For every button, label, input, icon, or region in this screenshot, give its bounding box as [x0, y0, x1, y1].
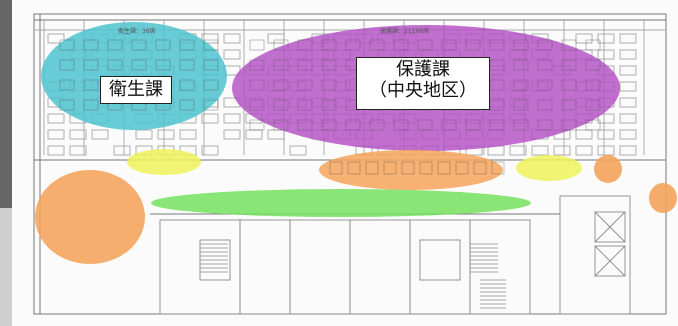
desk — [48, 146, 64, 155]
yellow-zone-right — [516, 155, 582, 181]
desk — [290, 146, 306, 155]
desk — [268, 34, 284, 43]
desk — [598, 34, 614, 43]
hogo-label: 保護課 （中央地区） — [356, 57, 490, 110]
desk — [136, 130, 152, 139]
orange-zone-small — [594, 155, 622, 183]
desk — [532, 146, 548, 155]
orange-zone-edge — [649, 183, 677, 213]
desk — [620, 66, 636, 75]
desk — [620, 130, 636, 139]
orange-zone-left — [35, 170, 145, 264]
desk — [224, 50, 240, 59]
desk — [620, 82, 636, 91]
desk — [224, 114, 240, 123]
green-corridor-zone — [151, 189, 531, 217]
desk — [576, 34, 592, 43]
desk — [620, 114, 636, 123]
desk — [620, 98, 636, 107]
desk — [620, 146, 636, 155]
desk — [92, 130, 108, 139]
desk — [554, 146, 570, 155]
desk — [620, 50, 636, 59]
desk — [48, 130, 64, 139]
desk — [250, 40, 264, 50]
desk — [268, 130, 284, 139]
desk — [48, 114, 64, 123]
left-edge-strip-lower — [0, 208, 12, 326]
eisei-label: 衛生課 — [100, 76, 172, 104]
hogo-header: 保護課：21106席 — [380, 26, 429, 35]
orange-zone-center — [319, 150, 503, 190]
desk — [576, 146, 592, 155]
desk — [620, 34, 636, 43]
yellow-zone-left — [127, 149, 201, 175]
desk — [114, 146, 130, 155]
desk — [48, 34, 64, 43]
desk — [576, 130, 592, 139]
desk — [246, 130, 262, 139]
desk — [598, 50, 614, 59]
hogo-label-line2: （中央地区） — [357, 81, 489, 102]
eisei-header: 衛生課：36席 — [118, 26, 156, 35]
desk — [598, 146, 614, 155]
left-edge-strip — [0, 0, 12, 208]
hogo-label-line1: 保護課 — [357, 60, 489, 81]
desk — [224, 130, 240, 139]
desk — [158, 130, 174, 139]
desk — [180, 130, 196, 139]
desk — [598, 130, 614, 139]
desk — [224, 34, 240, 43]
